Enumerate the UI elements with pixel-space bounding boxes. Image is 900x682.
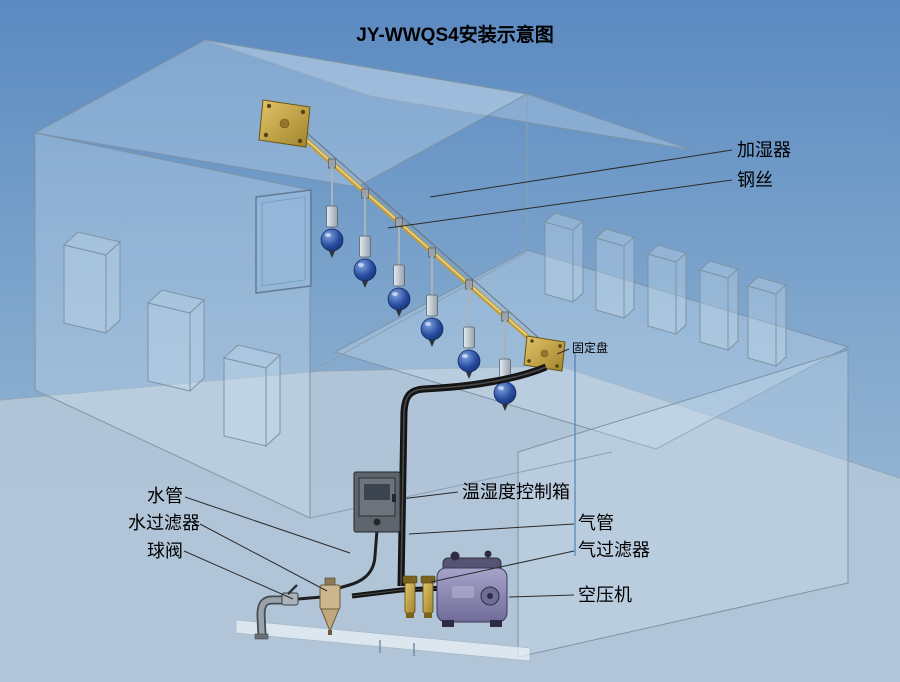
label-water-pipe: 水管	[147, 486, 183, 506]
wall-pillars-right	[543, 212, 788, 368]
wall-pillar	[594, 228, 636, 320]
humidifier-nozzles	[320, 158, 517, 411]
label-ball-valve: 球阀	[147, 541, 183, 561]
label-control-box: 温湿度控制箱	[462, 482, 570, 502]
humidifier-nozzle	[353, 188, 377, 288]
leader-line-air-compressor	[508, 594, 575, 598]
platform-edge	[235, 619, 531, 662]
wall-pillar	[698, 260, 740, 352]
annex-junction-edge	[309, 251, 528, 373]
leader-line-air-filter	[430, 550, 575, 583]
leader-line-steel-wire	[387, 179, 733, 229]
humidifier-nozzle	[320, 158, 344, 258]
wall-pillar	[146, 289, 206, 393]
ground-plane	[0, 365, 900, 682]
wall-pillar	[62, 231, 122, 335]
wall-pillar	[222, 344, 282, 448]
leader-line-ball-valve	[183, 550, 294, 600]
humidifier-nozzle	[493, 311, 517, 411]
nozzle-sphere	[493, 381, 517, 405]
air-compressor-unit	[436, 550, 508, 627]
wall-pillar	[746, 276, 788, 368]
label-steel-wire: 钢丝	[737, 170, 773, 190]
label-humidifier: 加湿器	[737, 140, 791, 160]
annex-roof	[333, 249, 850, 450]
label-air-pipe: 气管	[578, 513, 614, 533]
mounting-plate-bottom	[523, 335, 566, 372]
air-filter-unit	[402, 575, 418, 618]
water-filter-unit	[319, 577, 341, 635]
label-water-filter: 水过滤器	[128, 513, 200, 533]
humidifier-nozzle	[420, 247, 444, 347]
leader-line-humidifier	[429, 149, 733, 198]
leader-lines	[183, 149, 733, 600]
leader-line-fixing-plate	[556, 348, 570, 355]
nozzle-sphere	[387, 287, 411, 311]
spray-line-assembly	[258, 99, 566, 411]
humidifier-nozzle	[387, 217, 411, 317]
label-air-filter: 气过滤器	[578, 540, 650, 560]
leader-line-air-pipe	[408, 523, 575, 535]
mounting-plate-top	[258, 99, 311, 148]
air-filter-units	[402, 575, 436, 618]
nozzle-sphere	[353, 258, 377, 282]
label-air-compressor: 空压机	[578, 585, 632, 605]
wall-pillar	[543, 212, 585, 304]
building-wireframe	[33, 39, 850, 662]
humidifier-nozzle	[457, 279, 481, 379]
water-pipe-elbow	[254, 595, 286, 640]
nozzle-sphere	[457, 349, 481, 373]
air-filter-unit	[420, 575, 436, 618]
leader-line-control-box	[400, 491, 459, 500]
leader-line-water-pipe	[184, 496, 351, 554]
water-pipe-line	[297, 529, 379, 601]
wall-pillar	[646, 244, 688, 336]
steel-wire-line	[288, 116, 549, 347]
diagram-title: JY-WWQS4安装示意图	[356, 23, 553, 46]
nozzle-sphere	[420, 317, 444, 341]
wall-pillars-left	[62, 231, 282, 448]
window	[255, 189, 312, 294]
leader-line-water-filter	[199, 523, 328, 592]
label-fixing-plate: 固定盘	[572, 340, 608, 355]
nozzle-sphere	[320, 228, 344, 252]
control-box	[353, 471, 401, 533]
